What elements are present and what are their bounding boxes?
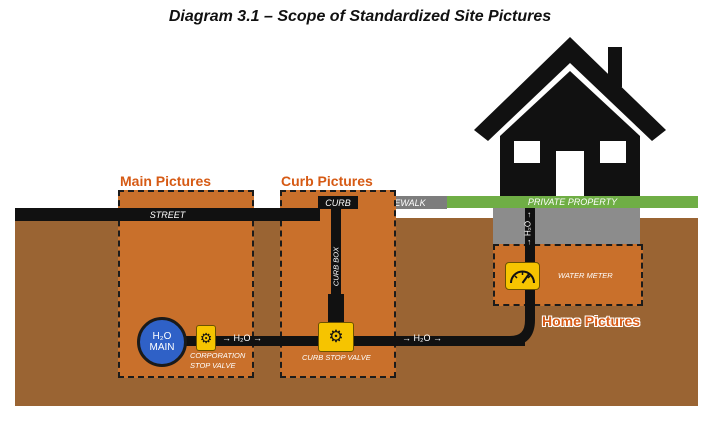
- private-property-label: PRIVATE PROPERTY: [527, 197, 618, 207]
- curb-label: CURB: [325, 198, 351, 208]
- water-main: H₂O MAIN: [137, 317, 187, 367]
- main-label-line2: MAIN: [149, 342, 175, 353]
- curb-box-pipe: [331, 209, 341, 299]
- corporation-valve-label-line1: CORPORATION: [190, 351, 246, 360]
- water-meter-label: WATER METER: [558, 271, 613, 280]
- meter-top-pipe: [525, 208, 535, 248]
- main-pictures-title: Main Pictures: [120, 173, 212, 189]
- street-strip: [15, 208, 320, 221]
- gear-icon: ⚙: [328, 327, 344, 346]
- main-label-line1: H₂O: [152, 331, 172, 342]
- corporation-stop-valve: ⚙: [196, 325, 216, 351]
- flow-up-label: → H₂O →: [523, 210, 533, 247]
- curb-box-label: CURB BOX: [331, 246, 341, 287]
- corporation-valve-label: CORPORATION STOP VALVE: [190, 351, 245, 371]
- curb-pictures-title: Curb Pictures: [281, 173, 373, 189]
- curb-stop-valve-label: CURB STOP VALVE: [302, 353, 371, 362]
- flow-label-1: → H₂O →: [222, 333, 262, 343]
- water-meter: [505, 262, 540, 290]
- flow-label-2: → H₂O →: [402, 333, 442, 343]
- main-pictures-area: [118, 190, 254, 378]
- curb-strip: [318, 196, 358, 209]
- gauge-icon: [510, 270, 535, 284]
- house-icon: [474, 37, 666, 196]
- corporation-valve-label-line2: STOP VALVE: [190, 361, 236, 370]
- pipe-elbow: [505, 300, 535, 346]
- home-pictures-title: Home Pictures: [542, 313, 641, 329]
- grass-strip: [447, 196, 698, 208]
- sidewalk-label: SIDEWALK: [379, 198, 426, 208]
- service-pipe: [185, 336, 525, 346]
- curb-stop-valve: ⚙: [318, 322, 354, 352]
- foundation: [493, 208, 640, 248]
- street-label: STREET: [149, 210, 186, 220]
- gear-icon: ⚙: [199, 329, 213, 346]
- diagram-title: Diagram 3.1 – Scope of Standardized Site…: [168, 8, 552, 25]
- curb-box-base: [328, 294, 344, 324]
